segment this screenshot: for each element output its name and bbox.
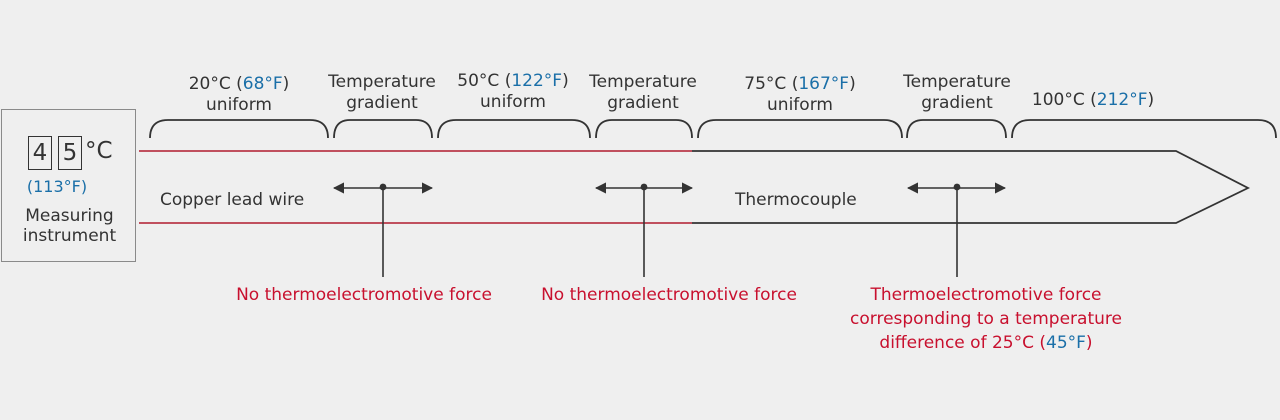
zone-label-gradient-3: Temperature gradient [903,72,1011,114]
display-digit-1: 4 [28,136,52,170]
display-fahrenheit: (113°F) [26,177,88,196]
instrument-label-line1: Measuring [25,206,114,226]
zone-celsius: 20°C [188,74,231,94]
brace-zone-5 [697,119,903,139]
note-no-force-1: No thermoelectromotive force [236,285,492,305]
zone-fahrenheit: 167°F [798,74,850,94]
zone-desc: uniform [206,95,272,115]
gradient-line2: gradient [607,93,679,113]
brace-zone-6 [906,119,1007,139]
zone-label-gradient-2: Temperature gradient [589,72,697,114]
note-force-line1: Thermoelectromotive force [870,285,1102,305]
arrow-group-2 [594,182,694,277]
gradient-line2: gradient [346,93,418,113]
brace-zone-3 [437,119,591,139]
brace-zone-2 [333,119,433,139]
arrow-group-3 [906,182,1007,277]
zone-label-100c: 100°C (212°F) [1031,90,1155,110]
note-force-fahrenheit: 45°F [1046,333,1086,353]
brace-zone-4 [595,119,693,139]
arrow-group-1 [332,182,434,277]
note-force: Thermoelectromotive force corresponding … [850,283,1122,355]
brace-zone-7 [1011,119,1277,139]
zone-celsius: 75°C [744,74,787,94]
zone-label-20c: 20°C (68°F) uniform [188,74,290,115]
gradient-line1: Temperature [903,72,1011,92]
zone-label-75c: 75°C (167°F) uniform [744,74,856,115]
instrument-label: Measuring instrument [2,206,137,246]
note-force-line3-pre: difference of 25°C ( [879,333,1046,353]
brace-zone-1 [149,119,329,139]
zone-fahrenheit: 212°F [1096,90,1148,110]
note-force-line2: corresponding to a temperature [850,309,1122,329]
zone-label-gradient-1: Temperature gradient [328,72,436,114]
gradient-line2: gradient [921,93,993,113]
zone-label-50c: 50°C (122°F) uniform [457,71,569,112]
gradient-line1: Temperature [328,72,436,92]
zone-braces [149,119,1277,139]
copper-wire-label: Copper lead wire [160,190,305,210]
thermocouple-probe [692,150,1251,224]
zone-desc: uniform [480,92,546,112]
instrument-label-line2: instrument [22,226,117,246]
zone-celsius: 100°C [1031,90,1085,110]
measuring-instrument: 4 5 °C (113°F) Measuring instrument [1,109,136,262]
display-digit-2: 5 [58,136,82,170]
zone-desc: uniform [767,95,833,115]
zone-celsius: 50°C [457,71,500,91]
gradient-line1: Temperature [589,72,697,92]
zone-fahrenheit: 122°F [511,71,563,91]
note-no-force-2: No thermoelectromotive force [541,285,797,305]
note-force-line3-post: ) [1085,333,1093,353]
thermocouple-label: Thermocouple [735,190,857,210]
display-unit: °C [85,138,113,164]
zone-fahrenheit: 68°F [242,74,283,94]
